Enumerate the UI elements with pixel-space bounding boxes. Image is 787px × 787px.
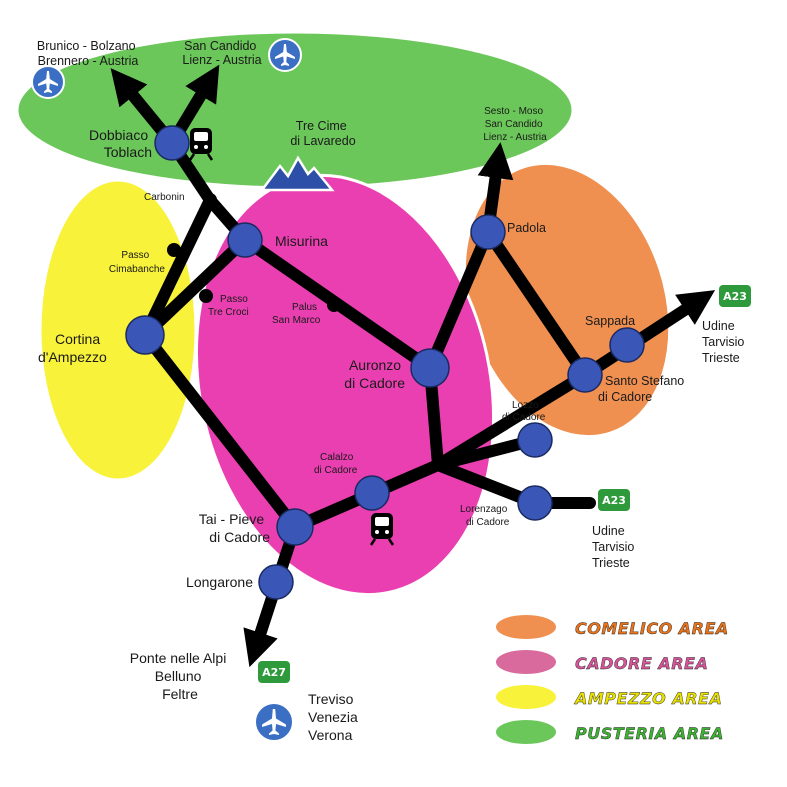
station-auronzo xyxy=(410,348,450,388)
svg-text:A23: A23 xyxy=(602,494,626,507)
legend: COMELICO AREA CADORE AREA AMPEZZO AREA P… xyxy=(496,615,729,744)
label-padola: Padola xyxy=(507,221,546,235)
label-longarone: Longarone xyxy=(186,574,253,590)
route-junction-santostefano xyxy=(432,369,591,471)
labels: Brunico - Bolzano Brennero - Austria San… xyxy=(37,39,748,743)
airplane-icon xyxy=(254,702,294,742)
routes xyxy=(110,64,716,668)
station-calalzo xyxy=(354,475,390,511)
train-icon xyxy=(369,513,395,546)
station-misurina xyxy=(227,222,263,258)
stop-passo-cimabanche xyxy=(167,243,181,257)
route-padola-santostefano xyxy=(482,226,591,381)
svg-text:AMPEZZO AREA: AMPEZZO AREA xyxy=(573,689,722,708)
station-tai xyxy=(276,508,314,546)
legend-item-cadore: CADORE AREA xyxy=(496,650,708,674)
highway-badge-a23-mid: A23 xyxy=(596,487,632,513)
label-tai: Tai - Pieve di Cadore xyxy=(199,511,270,545)
stop-palus-san-marco xyxy=(327,298,341,312)
highway-badge-a23-top: A23 xyxy=(717,283,753,309)
label-sappada: Sappada xyxy=(585,314,635,328)
label-udine-right: Udine Tarvisio Trieste xyxy=(702,319,748,365)
label-misurina: Misurina xyxy=(275,233,328,249)
route-auronzo-padola xyxy=(424,226,494,374)
station-lozzo xyxy=(517,422,553,458)
route-cortina-misurina xyxy=(139,234,251,341)
stations xyxy=(125,125,645,600)
highway-badge-a27: A27 xyxy=(256,659,292,685)
svg-text:PUSTERIA AREA: PUSTERIA AREA xyxy=(575,724,724,743)
svg-text:CADORE AREA: CADORE AREA xyxy=(575,654,708,673)
airplane-icon xyxy=(268,38,302,72)
station-longarone xyxy=(258,564,294,600)
train-icon xyxy=(188,128,214,161)
label-ponte: Ponte nelle Alpi Belluno Feltre xyxy=(130,650,230,702)
route-cortina-tai xyxy=(139,329,301,533)
station-cortina xyxy=(125,315,165,355)
legend-item-pusteria: PUSTERIA AREA xyxy=(496,720,724,744)
mountain-icon xyxy=(259,155,335,192)
label-tre-cime: Tre Cime di Lavaredo xyxy=(290,119,355,148)
label-cortina: Cortina d'Ampezzo xyxy=(38,331,107,365)
label-santo-stefano: Santo Stefano di Cadore xyxy=(598,374,688,404)
stop-passo-tre-croci xyxy=(199,289,213,303)
label-brunico: Brunico - Bolzano Brennero - Austria xyxy=(37,39,139,68)
label-passo-cimabanche: Passo Cimabanche xyxy=(109,250,166,275)
label-carbonin: Carbonin xyxy=(144,192,185,203)
svg-text:A23: A23 xyxy=(723,290,747,303)
label-dobbiaco: Dobbiaco Toblach xyxy=(89,127,152,160)
station-lorenzago xyxy=(517,485,553,521)
station-padola xyxy=(470,214,506,250)
label-palus: Palus San Marco xyxy=(272,302,321,326)
stop-carbonin xyxy=(203,193,217,207)
label-calalzo: Calalzo di Cadore xyxy=(314,452,358,476)
station-santo-stefano xyxy=(567,357,603,393)
label-udine-bottom: Udine Tarvisio Trieste xyxy=(592,524,638,570)
label-passo-tre-croci: Passo Tre Croci xyxy=(208,294,251,318)
label-treviso: Treviso Venezia Verona xyxy=(308,691,362,743)
label-san-candido-top: San Candido Lienz - Austria xyxy=(182,39,261,67)
small-stops xyxy=(167,193,341,312)
ampezzo-area xyxy=(38,178,198,482)
station-sappada xyxy=(609,327,645,363)
legend-item-ampezzo: AMPEZZO AREA xyxy=(496,685,722,709)
label-auronzo: Auronzo di Cadore xyxy=(344,357,405,391)
station-dobbiaco xyxy=(154,125,190,161)
label-sesto: Sesto - Moso San Candido Lienz - Austria xyxy=(483,106,547,143)
svg-text:COMELICO AREA: COMELICO AREA xyxy=(575,619,729,638)
svg-text:A27: A27 xyxy=(262,666,286,679)
legend-item-comelico: COMELICO AREA xyxy=(496,615,729,639)
label-lorenzago: Lorenzago di Cadore xyxy=(460,504,510,528)
label-lozzo: Lozzo di Cadore xyxy=(502,400,546,423)
airplane-icon xyxy=(31,65,65,99)
